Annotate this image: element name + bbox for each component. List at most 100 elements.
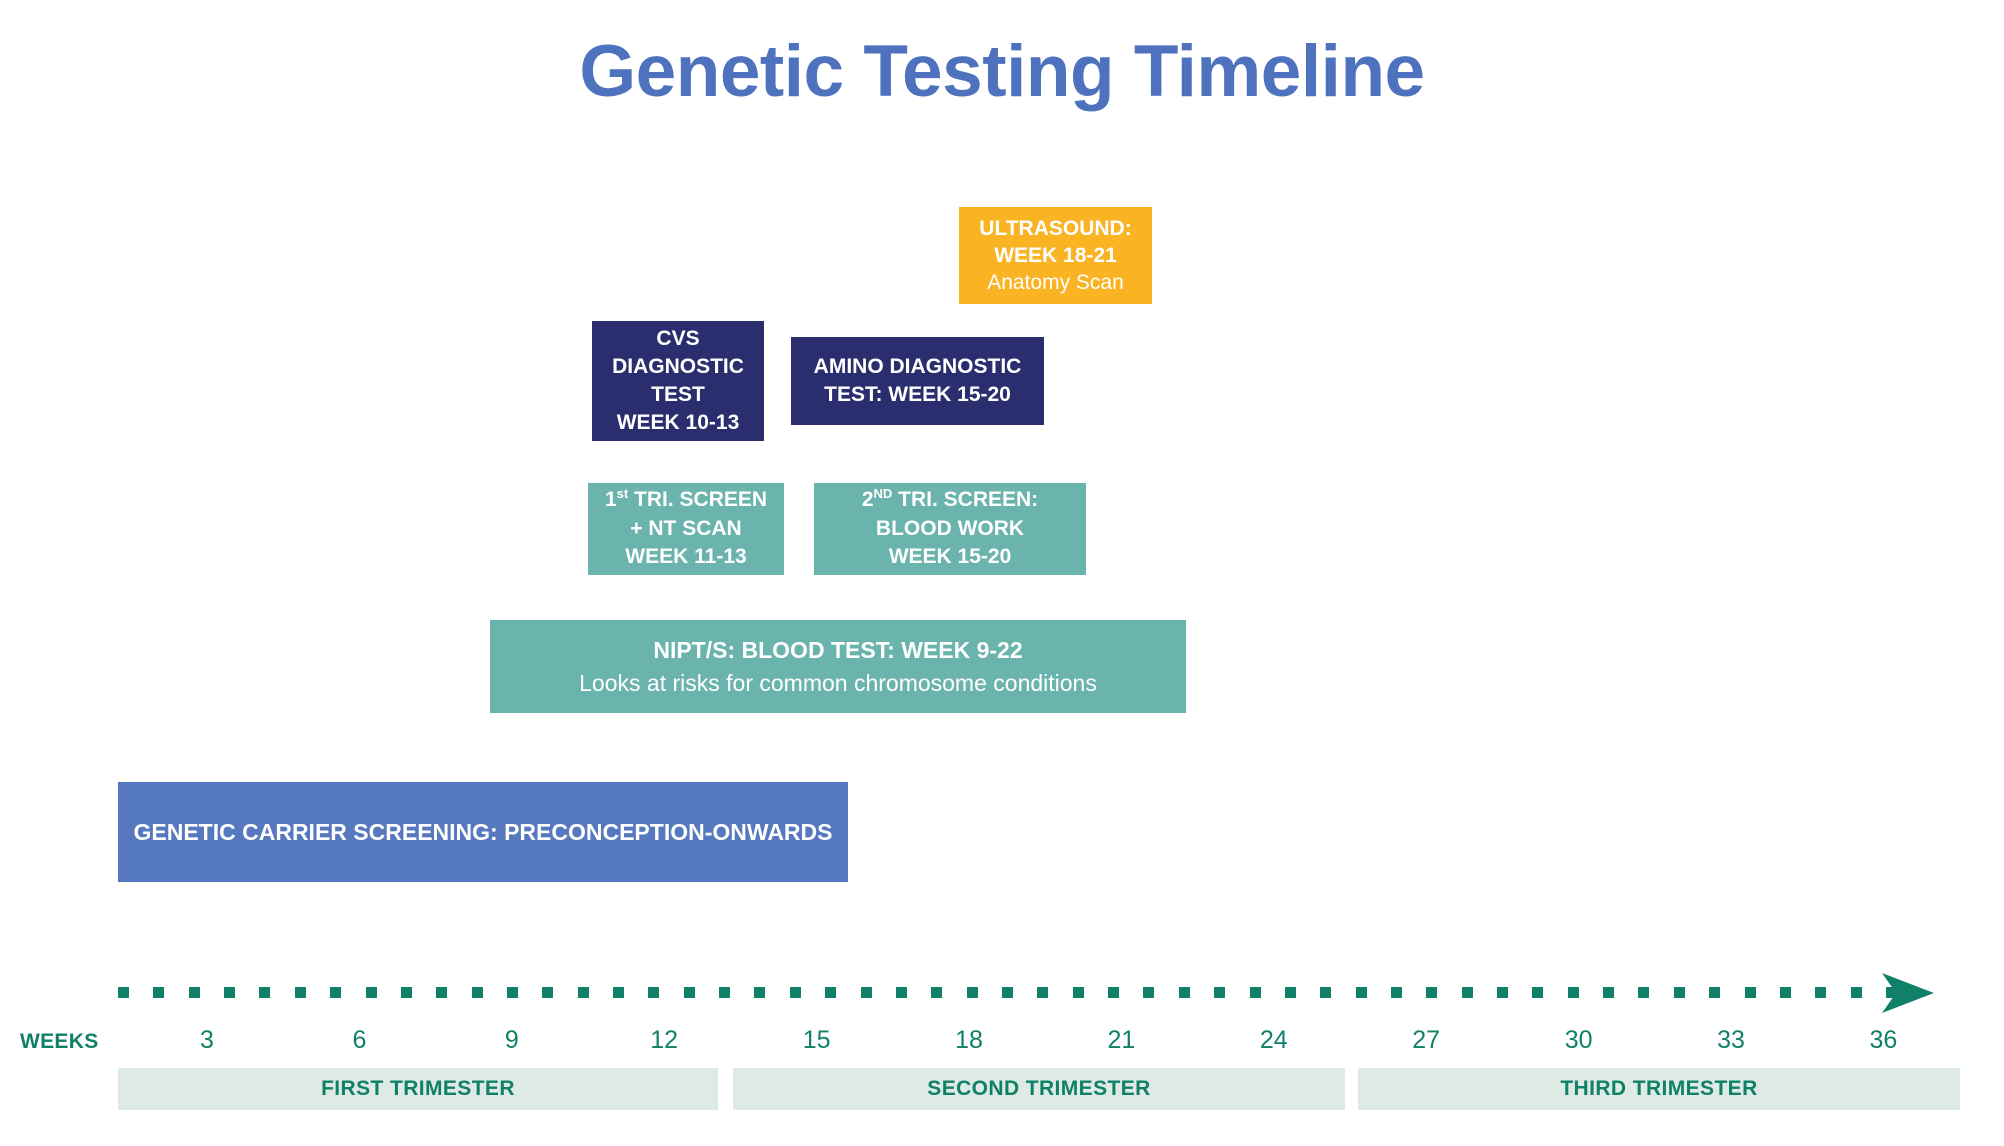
ultrasound-line-1: ULTRASOUND: — [979, 216, 1132, 240]
axis-dot — [1390, 987, 1402, 998]
axis-dot — [789, 987, 801, 998]
axis-tick-18: 18 — [955, 1026, 983, 1054]
screen2-line-1: 2ND TRI. SCREEN: — [862, 486, 1038, 514]
axis-dot — [1072, 987, 1084, 998]
amino-line-2: TEST: WEEK 15-20 — [824, 383, 1011, 406]
screen1-suffix: TRI. SCREEN — [628, 488, 768, 512]
screen1-superscript: st — [616, 486, 629, 502]
axis-tick-15: 15 — [802, 1026, 831, 1054]
axis-dot — [1143, 987, 1155, 998]
axis-dot — [754, 987, 766, 998]
axis-tick-36: 36 — [1869, 1026, 1898, 1054]
axis-tick-12: 12 — [650, 1026, 679, 1054]
axis-dot — [1709, 987, 1721, 998]
axis-dot — [294, 987, 306, 998]
screen2-prefix: 2 — [861, 488, 874, 512]
axis-dot — [825, 987, 837, 998]
axis-dot — [1673, 987, 1685, 998]
axis-dot — [1214, 987, 1226, 998]
screen1-line-3: WEEK 11-13 — [625, 545, 747, 569]
axis-dot — [153, 987, 165, 998]
axis-dot — [1850, 987, 1862, 998]
axis-dot — [719, 987, 731, 998]
event-box-cvs[interactable]: CVS DIAGNOSTIC TEST WEEK 10-13 — [592, 321, 764, 441]
axis-dot — [577, 987, 589, 998]
nipts-subtitle: Looks at risks for common chromosome con… — [579, 669, 1097, 696]
axis-dot — [966, 987, 978, 998]
axis-dot — [365, 987, 377, 998]
carrier-line-1: GENETIC CARRIER SCREENING: PRECONCEPTION… — [133, 818, 833, 845]
axis-label-weeks: WEEKS — [20, 1030, 99, 1053]
axis-dot — [1532, 987, 1544, 998]
timeline-axis-dots — [118, 987, 1897, 999]
event-box-nipts[interactable]: NIPT/S: BLOOD TEST: WEEK 9-22 Looks at r… — [490, 620, 1186, 713]
axis-dot — [1178, 987, 1190, 998]
axis-dot — [1426, 987, 1438, 998]
trimester-label-third: THIRD TRIMESTER — [1560, 1077, 1758, 1100]
axis-tick-27: 27 — [1412, 1026, 1441, 1054]
screen2-superscript: ND — [873, 486, 893, 502]
axis-dot — [188, 987, 200, 998]
axis-dot — [1355, 987, 1367, 998]
axis-dot — [683, 987, 695, 998]
cvs-line-2: DIAGNOSTIC — [612, 355, 744, 379]
axis-tick-3: 3 — [200, 1026, 214, 1054]
arrow-right-icon — [1882, 973, 1934, 1013]
cvs-line-3: TEST — [651, 383, 705, 406]
axis-dot — [330, 987, 342, 998]
trimester-band-second: SECOND TRIMESTER — [733, 1068, 1345, 1110]
axis-dot — [895, 987, 907, 998]
axis-tick-33: 33 — [1717, 1026, 1745, 1054]
event-box-ultrasound[interactable]: ULTRASOUND: WEEK 18-21 Anatomy Scan — [959, 207, 1152, 304]
axis-dot — [259, 987, 271, 998]
amino-line-1: AMINO DIAGNOSTIC — [813, 354, 1022, 378]
axis-dot — [436, 987, 448, 998]
event-box-amino[interactable]: AMINO DIAGNOSTIC TEST: WEEK 15-20 — [791, 337, 1044, 425]
axis-dot — [648, 987, 660, 998]
axis-dot — [1638, 987, 1650, 998]
axis-tick-30: 30 — [1564, 1026, 1593, 1054]
screen1-line-1: 1st TRI. SCREEN — [605, 486, 767, 514]
axis-dot — [1249, 987, 1261, 998]
event-box-first-tri-screen[interactable]: 1st TRI. SCREEN + NT SCAN WEEK 11-13 — [588, 483, 784, 575]
axis-dot — [1497, 987, 1509, 998]
axis-dot — [1779, 987, 1791, 998]
ultrasound-subtitle: Anatomy Scan — [987, 271, 1124, 295]
axis-dot — [1037, 987, 1049, 998]
screen2-line-2: BLOOD WORK — [875, 516, 1025, 540]
axis-dot — [613, 987, 625, 998]
axis-dot — [1744, 987, 1756, 998]
axis-dot — [1002, 987, 1013, 998]
nipts-line-1: NIPT/S: BLOOD TEST: WEEK 9-22 — [653, 636, 1023, 663]
event-box-second-tri-screen[interactable]: 2ND TRI. SCREEN: BLOOD WORK WEEK 15-20 — [814, 483, 1086, 575]
axis-dot — [542, 987, 554, 998]
axis-dot — [1567, 987, 1579, 998]
screen2-line-3: WEEK 15-20 — [888, 545, 1012, 569]
event-box-genetic-carrier-screening[interactable]: GENETIC CARRIER SCREENING: PRECONCEPTION… — [118, 782, 848, 882]
axis-dot — [1815, 987, 1827, 998]
trimester-label-second: SECOND TRIMESTER — [927, 1077, 1151, 1100]
axis-dot — [1886, 987, 1897, 998]
axis-dot — [471, 987, 483, 998]
trimester-label-first: FIRST TRIMESTER — [321, 1077, 515, 1100]
axis-dot — [1320, 987, 1332, 998]
axis-tick-6: 6 — [352, 1026, 367, 1054]
ultrasound-line-2: WEEK 18-21 — [994, 243, 1117, 267]
trimester-band-third: THIRD TRIMESTER — [1358, 1068, 1960, 1110]
axis-dot — [400, 987, 412, 998]
axis-tick-21: 21 — [1107, 1026, 1136, 1054]
axis-dot — [118, 987, 129, 998]
axis-dot — [1603, 987, 1615, 998]
axis-tick-9: 9 — [504, 1026, 519, 1054]
axis-dot — [1108, 987, 1120, 998]
cvs-line-1: CVS — [656, 327, 700, 351]
axis-dot — [224, 987, 236, 998]
axis-dot — [506, 987, 518, 998]
page-title: Genetic Testing Timeline — [579, 31, 1425, 112]
trimester-band-first: FIRST TRIMESTER — [118, 1068, 718, 1110]
axis-dot — [860, 987, 872, 998]
screen2-suffix: TRI. SCREEN: — [892, 488, 1039, 512]
axis-dot — [931, 987, 943, 998]
cvs-line-4: WEEK 10-13 — [616, 410, 740, 434]
